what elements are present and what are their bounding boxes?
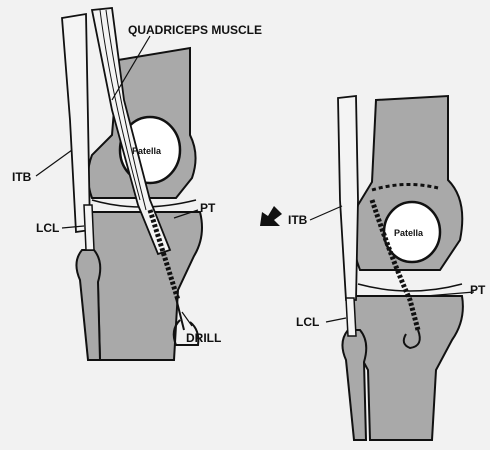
right-knee-diagram: Patella ITB LCL PT <box>288 96 486 440</box>
left-lcl <box>84 205 94 250</box>
label-patella-right: Patella <box>394 228 424 238</box>
right-lcl <box>346 298 356 336</box>
right-joint-line <box>358 284 462 291</box>
label-quadriceps: QUADRICEPS MUSCLE <box>128 23 262 37</box>
label-pt-right: PT <box>470 283 486 297</box>
left-fibula <box>76 250 100 360</box>
left-knee-diagram: QUADRICEPS MUSCLE Patella ITB LCL PT DRI… <box>12 8 262 360</box>
left-itb <box>62 14 90 232</box>
right-tibia <box>352 296 463 440</box>
right-itb <box>338 96 358 300</box>
label-lcl-right: LCL <box>296 315 319 329</box>
leader-lcl-right <box>326 318 346 322</box>
right-fibula <box>342 330 366 440</box>
label-itb-right: ITB <box>288 213 308 227</box>
transition-arrow-icon <box>260 206 282 226</box>
label-itb-left: ITB <box>12 170 32 184</box>
label-pt-left: PT <box>200 201 216 215</box>
leader-itb-left <box>36 150 72 176</box>
label-drill: DRILL <box>186 331 221 345</box>
label-patella-left: Patella <box>132 146 162 156</box>
leader-itb-right <box>310 206 342 220</box>
label-lcl-left: LCL <box>36 221 59 235</box>
